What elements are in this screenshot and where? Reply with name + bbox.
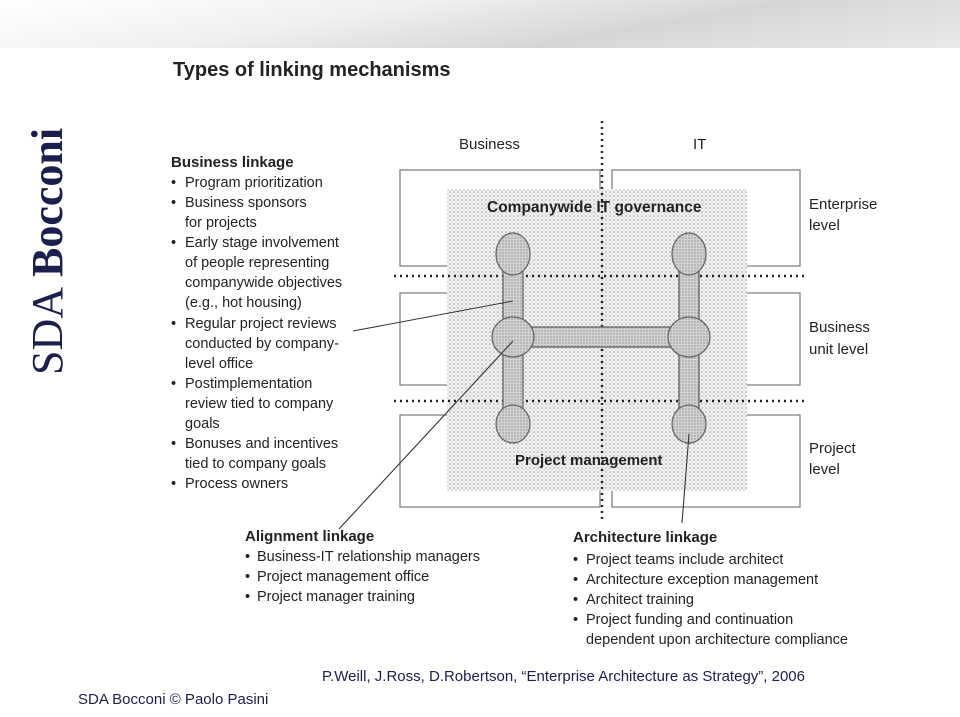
- business-linkage-item: Program prioritization: [185, 175, 323, 191]
- svg-text:•: •: [171, 436, 176, 452]
- svg-text:•: •: [245, 589, 250, 605]
- architecture-linkage-item: Project teams include architect: [586, 552, 783, 568]
- svg-text:•: •: [171, 316, 176, 332]
- business-linkage-heading: Business linkage: [171, 154, 294, 171]
- business-linkage-list: Business linkage • Program prioritizatio…: [171, 154, 342, 492]
- column-header-it: IT: [693, 136, 706, 153]
- svg-text:•: •: [573, 572, 578, 588]
- pointer-lines: [338, 300, 690, 530]
- svg-text:•: •: [245, 569, 250, 585]
- dotted-separators: [394, 121, 807, 521]
- svg-text:•: •: [573, 612, 578, 628]
- companywide-it-governance-label: Companywide IT governance: [487, 199, 702, 216]
- alignment-linkage-item: Project manager training: [257, 589, 415, 605]
- svg-text:•: •: [171, 235, 176, 251]
- alignment-linkage-item: Project management office: [257, 569, 429, 585]
- column-header-business: Business: [459, 136, 520, 153]
- svg-text:SDABocconi: SDABocconi: [23, 128, 72, 375]
- svg-text:•: •: [573, 592, 578, 608]
- footer-copyright: SDA Bocconi © Paolo Pasini: [78, 691, 269, 708]
- architecture-linkage-item: Architect training: [586, 592, 694, 608]
- svg-text:•: •: [245, 549, 250, 565]
- sda-bocconi-vertical-logo: SDABocconi: [18, 40, 74, 380]
- architecture-linkage-heading: Architecture linkage: [573, 529, 717, 546]
- svg-text:•: •: [573, 552, 578, 568]
- project-management-label: Project management: [515, 452, 663, 469]
- svg-text:•: •: [171, 195, 176, 211]
- architecture-linkage-list: Architecture linkage • Project teams inc…: [573, 529, 848, 648]
- business-linkage-item: Process owners: [185, 476, 288, 492]
- alignment-linkage-item: Business-IT relationship managers: [257, 549, 480, 565]
- alignment-linkage-list: Alignment linkage • Business-IT relation…: [245, 528, 480, 605]
- architecture-linkage-item: Architecture exception management: [586, 572, 818, 588]
- svg-text:•: •: [171, 476, 176, 492]
- linkage-connector-network: [491, 232, 711, 444]
- source-citation: P.Weill, J.Ross, D.Robertson, “Enterpris…: [322, 668, 805, 685]
- linking-mechanisms-figure: Types of linking mechanisms Business IT …: [157, 51, 901, 660]
- alignment-linkage-heading: Alignment linkage: [245, 528, 374, 545]
- svg-text:•: •: [171, 175, 176, 191]
- svg-text:•: •: [171, 376, 176, 392]
- slide-top-band: [0, 0, 960, 48]
- figure-title: Types of linking mechanisms: [173, 59, 450, 81]
